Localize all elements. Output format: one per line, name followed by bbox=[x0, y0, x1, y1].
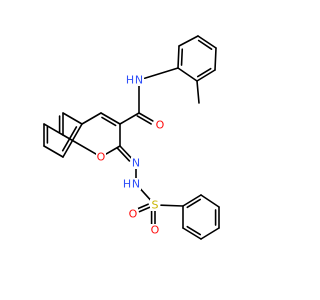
bond-c4-c3 bbox=[100, 112, 121, 125]
bond-layer bbox=[43, 35, 220, 240]
atom-label-bg-S bbox=[150, 199, 160, 211]
bond-c8a-c8 bbox=[43, 123, 64, 136]
atom-label-bg-O_sulfonyl_bottom bbox=[150, 224, 160, 236]
bond-nh-s bbox=[139, 187, 152, 202]
bond-t6-t1 bbox=[177, 45, 180, 69]
bond-p5-p6-second bbox=[186, 225, 202, 236]
atom-label-bg-N_amide bbox=[134, 74, 144, 86]
atom-label-bg-O_carbonyl bbox=[155, 119, 165, 131]
atom-label-bg-N_imine bbox=[131, 157, 141, 169]
bond-nam-t1 bbox=[143, 67, 179, 80]
atom-label-O_carbonyl: O bbox=[156, 119, 165, 132]
bond-t3-t4 bbox=[214, 47, 217, 71]
bond-t1-t2 bbox=[177, 67, 198, 82]
bond-cam-oam bbox=[138, 112, 154, 122]
bond-c2-o1 bbox=[105, 145, 121, 155]
bond-t2-t3 bbox=[196, 69, 216, 82]
bond-p4-p5 bbox=[200, 227, 220, 240]
atom-label-bg-O_ring bbox=[96, 151, 106, 163]
bond-p5-p6 bbox=[182, 227, 202, 240]
bond-s-osl-second bbox=[137, 203, 149, 210]
bond-t6-t1-second bbox=[180, 48, 184, 66]
bond-c3-cam bbox=[119, 112, 140, 125]
atom-label-bg-H_hydrazide bbox=[122, 178, 132, 190]
bond-c7-c6 bbox=[43, 145, 64, 158]
atom-label-O_sulfonyl_bottom: O bbox=[151, 224, 160, 237]
atom-label-N_amide: N bbox=[135, 74, 143, 87]
bond-s-p1 bbox=[160, 204, 184, 207]
bond-c4a-c5 bbox=[62, 112, 83, 125]
atom-label-N_imine: N bbox=[132, 157, 140, 170]
bond-t4-t5 bbox=[197, 35, 217, 49]
atom-label-bg-O_sulfonyl_left bbox=[128, 208, 138, 220]
atom-label-O_ring: O bbox=[97, 151, 106, 164]
atom-label-N_hydrazide: N bbox=[132, 178, 140, 191]
bond-cam-oam-second bbox=[136, 115, 152, 125]
bond-c2-nim bbox=[119, 145, 133, 160]
bond-c2-nim-second bbox=[116, 147, 131, 162]
bond-p2-p3 bbox=[200, 194, 220, 208]
atom-label-S: S bbox=[152, 199, 159, 212]
bond-p1-p2-second bbox=[186, 198, 202, 209]
bond-p1-p2 bbox=[182, 194, 202, 207]
bond-s-osl bbox=[138, 206, 151, 213]
bond-t5-t6 bbox=[178, 35, 199, 47]
atom-label-H_amide: H bbox=[126, 74, 134, 87]
atom-label-bg-H_amide bbox=[125, 74, 135, 86]
atom-label-bg-N_hydrazide bbox=[131, 178, 141, 190]
bond-t2-t3-second bbox=[196, 67, 212, 78]
atom-label-O_sulfonyl_left: O bbox=[129, 208, 138, 221]
atom-label-H_hydrazide: H bbox=[123, 178, 131, 191]
bond-c4-c3-second bbox=[101, 116, 117, 127]
bond-t4-t5-second bbox=[197, 39, 213, 50]
bond-c4a-c4 bbox=[81, 112, 102, 125]
bond-o1-c8a bbox=[62, 134, 97, 155]
bond-t2-me bbox=[196, 80, 200, 104]
